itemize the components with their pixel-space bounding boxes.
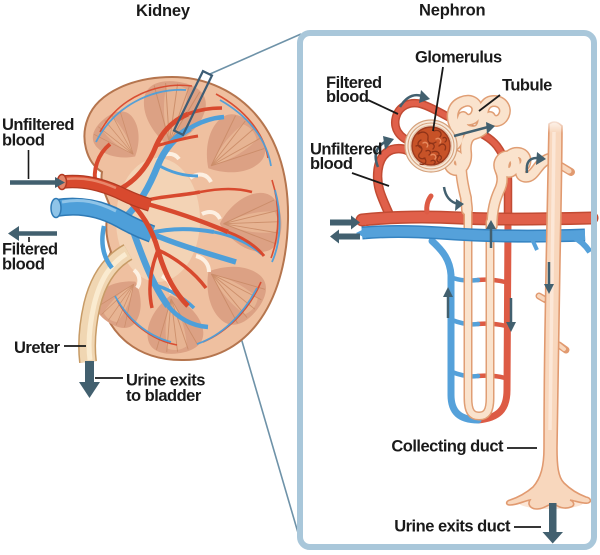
svg-text:blood: blood: [2, 256, 44, 274]
svg-text:Urine exits: Urine exits: [126, 372, 205, 390]
svg-text:to bladder: to bladder: [126, 387, 202, 405]
svg-text:Urine exits duct: Urine exits duct: [394, 518, 511, 536]
svg-text:Collecting duct: Collecting duct: [391, 438, 504, 456]
svg-text:Glomerulus: Glomerulus: [415, 49, 502, 67]
svg-text:Unfiltered: Unfiltered: [2, 116, 74, 134]
svg-text:Filtered: Filtered: [326, 74, 382, 92]
svg-text:blood: blood: [310, 155, 352, 173]
svg-text:blood: blood: [2, 132, 44, 150]
svg-text:Ureter: Ureter: [14, 339, 61, 357]
svg-text:Tubule: Tubule: [502, 77, 552, 95]
svg-text:Filtered: Filtered: [2, 241, 58, 259]
svg-text:Nephron: Nephron: [419, 2, 486, 20]
svg-text:blood: blood: [326, 88, 368, 106]
svg-text:Kidney: Kidney: [136, 2, 191, 20]
svg-text:Unfiltered: Unfiltered: [310, 141, 382, 159]
